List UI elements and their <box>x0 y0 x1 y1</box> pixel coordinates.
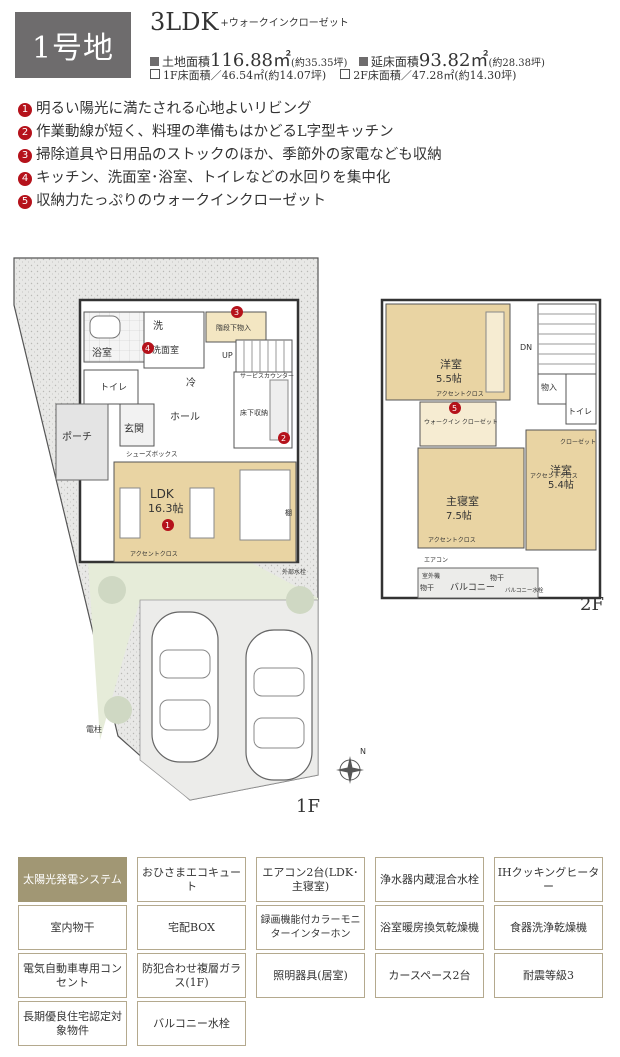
room-size: 16.3帖 <box>148 502 184 515</box>
amenity-badge: 電気自動車専用コンセント <box>18 953 127 998</box>
room-label: 階段下物入 <box>216 323 251 332</box>
room-label: アクセントクロス <box>130 551 178 558</box>
area-summary: 土地面積116.88㎡(約35.35坪) 延床面積93.82㎡(約28.38坪) <box>150 46 545 72</box>
room-label: トイレ <box>568 407 592 416</box>
room-label: トイレ <box>100 383 127 393</box>
amenity-badge: 太陽光発電システム <box>18 857 127 902</box>
floor-plans: 洗 浴室 洗面室 階段下物入 冷 トイレ UP サービスカウンター 床下収納 玄… <box>13 257 604 817</box>
floor-area-detail: 1F床面積／46.54㎡(約14.07坪) 2F床面積／47.28㎡(約14.3… <box>150 67 516 83</box>
plan-type: 3LDK+ウォークインクローゼット <box>150 8 349 36</box>
svg-text:3: 3 <box>234 308 239 317</box>
room-label: 物干 <box>420 583 434 592</box>
room-label: 物干 <box>490 573 504 582</box>
floor-label-1f: 1F <box>296 796 320 817</box>
amenity-badge: 室内物干 <box>18 905 127 950</box>
room-label: ポーチ <box>62 431 92 443</box>
svg-text:N: N <box>360 747 366 756</box>
amenity-badge: エアコン2台(LDK･主寝室) <box>256 857 365 902</box>
room-label: 玄関 <box>124 422 144 435</box>
amenity-badge: 防犯合わせ複層ガラス(1F) <box>137 953 246 998</box>
amenity-badge: 照明器具(居室) <box>256 953 365 998</box>
room-label: 洋室 <box>550 463 572 477</box>
plan-2f: 洋室 5.5帖 アクセントクロス ウォークイン クローゼット DN 物入 トイレ… <box>380 298 604 615</box>
amenity-badge: 浄水器内蔵混合水栓 <box>375 857 484 902</box>
floor-label-2f: 2F <box>580 594 604 615</box>
amenity-badge: 食器洗浄乾燥機 <box>494 905 603 950</box>
room-label: 物入 <box>541 382 557 392</box>
room-label: 主寝室 <box>446 494 479 508</box>
plan-1f: 洗 浴室 洗面室 階段下物入 冷 トイレ UP サービスカウンター 床下収納 玄… <box>13 257 366 817</box>
svg-text:1: 1 <box>165 521 170 530</box>
room-label: 棚 <box>285 508 292 517</box>
room-size: 5.5帖 <box>436 372 462 385</box>
room-label: シューズボックス <box>126 449 177 458</box>
room-label: DN <box>520 343 532 352</box>
room-label: 浴室 <box>92 346 112 359</box>
amenity-badge: 宅配BOX <box>137 905 246 950</box>
room-label: クローゼット <box>560 438 596 446</box>
room-label: LDK <box>150 487 175 501</box>
room-label: ホール <box>170 411 200 423</box>
room-label: バルコニー <box>450 582 495 593</box>
svg-text:4: 4 <box>145 344 150 353</box>
room-label: 洗 <box>153 320 163 332</box>
room-label: アクセントクロス <box>530 473 578 480</box>
car-icon <box>245 629 313 781</box>
amenity-badge: 浴室暖房換気乾燥機 <box>375 905 484 950</box>
room-label: 冷 <box>186 376 196 389</box>
room-size: 5.4帖 <box>548 478 574 491</box>
compass-icon: N <box>336 747 366 784</box>
room-label: UP <box>222 351 233 360</box>
room-label: 外部水栓 <box>282 568 306 576</box>
amenity-badge: カースペース2台 <box>375 953 484 998</box>
room-label: 電柱 <box>86 724 102 734</box>
room-label: サービスカウンター <box>240 372 294 380</box>
car-icon <box>151 611 219 763</box>
room-label: 洋室 <box>440 357 462 371</box>
room-label: アクセントクロス <box>436 391 484 398</box>
room-label: アクセントクロス <box>428 537 476 544</box>
room-label: 室外機 <box>422 572 440 580</box>
room-label: バルコニー水栓 <box>505 586 544 594</box>
amenity-badge: 長期優良住宅認定対象物件 <box>18 1001 127 1046</box>
room-label: ウォークイン クローゼット <box>424 418 498 426</box>
svg-text:2: 2 <box>281 434 286 443</box>
room-label: エアコン <box>424 557 448 564</box>
room-label: 床下収納 <box>240 408 268 417</box>
amenity-badge: バルコニー水栓 <box>137 1001 246 1046</box>
amenity-badge: 録画機能付カラーモニターインターホン <box>256 905 365 950</box>
svg-text:5: 5 <box>452 404 457 413</box>
amenity-badge: IHクッキングヒーター <box>494 857 603 902</box>
room-size: 7.5帖 <box>446 509 472 522</box>
amenity-badge: 耐震等級3 <box>494 953 603 998</box>
lot-number-badge: 1号地 <box>15 12 131 78</box>
amenity-badge: おひさまエコキュート <box>137 857 246 902</box>
room-label: 洗面室 <box>152 344 179 356</box>
